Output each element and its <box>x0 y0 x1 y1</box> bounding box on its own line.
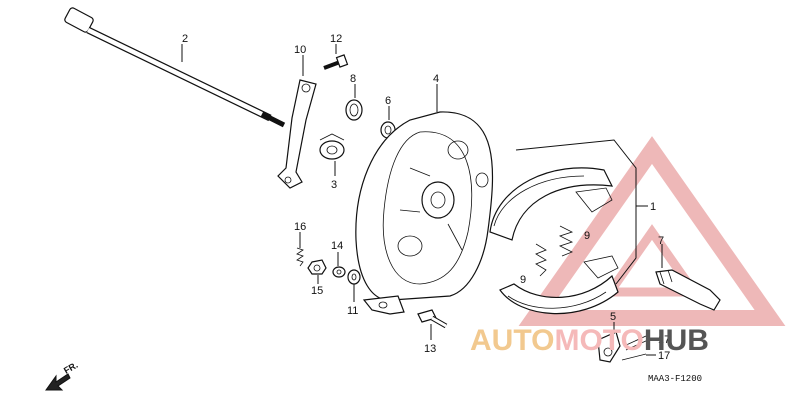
watermark-text-auto: AUTO <box>470 324 554 357</box>
part-label-17-lower: 17 <box>658 350 670 362</box>
brake-arm-part <box>277 55 317 189</box>
bolt-13-part <box>417 309 448 340</box>
part-label-5: 5 <box>610 311 616 323</box>
part-label-9-lower: 9 <box>520 274 526 286</box>
spring-9-lower-part <box>535 243 547 277</box>
washer-11-part <box>347 269 361 302</box>
part-label-4: 4 <box>433 73 439 85</box>
pin-17-part <box>621 335 656 361</box>
diagram-code: MAA3-F1200 <box>648 374 702 384</box>
axle-part <box>64 7 286 128</box>
watermark-logo <box>518 136 786 326</box>
part-label-10: 10 <box>294 44 306 56</box>
part-label-1: 1 <box>650 201 656 213</box>
part-label-6: 6 <box>385 95 391 107</box>
part-label-9-upper: 9 <box>584 230 590 242</box>
brake-panel-part <box>355 84 494 315</box>
part-label-12: 12 <box>330 33 342 45</box>
pin-16-part <box>296 232 304 267</box>
part-label-8: 8 <box>350 73 356 85</box>
part-label-16: 16 <box>294 221 306 233</box>
bolt-12-part <box>323 44 349 70</box>
nut-15-part <box>307 259 327 284</box>
part-label-11: 11 <box>347 305 358 317</box>
watermark-text-hub: HUB <box>644 324 709 357</box>
part-label-15: 15 <box>311 285 323 297</box>
part-label-17-upper: 17 <box>658 334 670 346</box>
seal-8-part <box>345 84 363 121</box>
front-direction-label: FR. <box>62 360 80 376</box>
part-label-13: 13 <box>424 343 436 355</box>
cam-7-part <box>655 244 721 311</box>
washer-14-part <box>332 252 346 278</box>
part-label-7: 7 <box>658 235 664 247</box>
watermark-text-moto: MOTO <box>554 324 643 357</box>
brake-shoes-part <box>489 139 648 315</box>
part-label-2: 2 <box>182 33 188 45</box>
front-direction-arrow: FR. <box>45 360 80 391</box>
watermark-text: AUTOMOTOHUB <box>470 324 709 357</box>
part-label-14: 14 <box>331 240 343 252</box>
indicator-5-part <box>597 322 621 363</box>
collar-3-part <box>319 133 345 176</box>
spring-9-upper-part <box>558 225 574 257</box>
part-label-3: 3 <box>331 179 337 191</box>
